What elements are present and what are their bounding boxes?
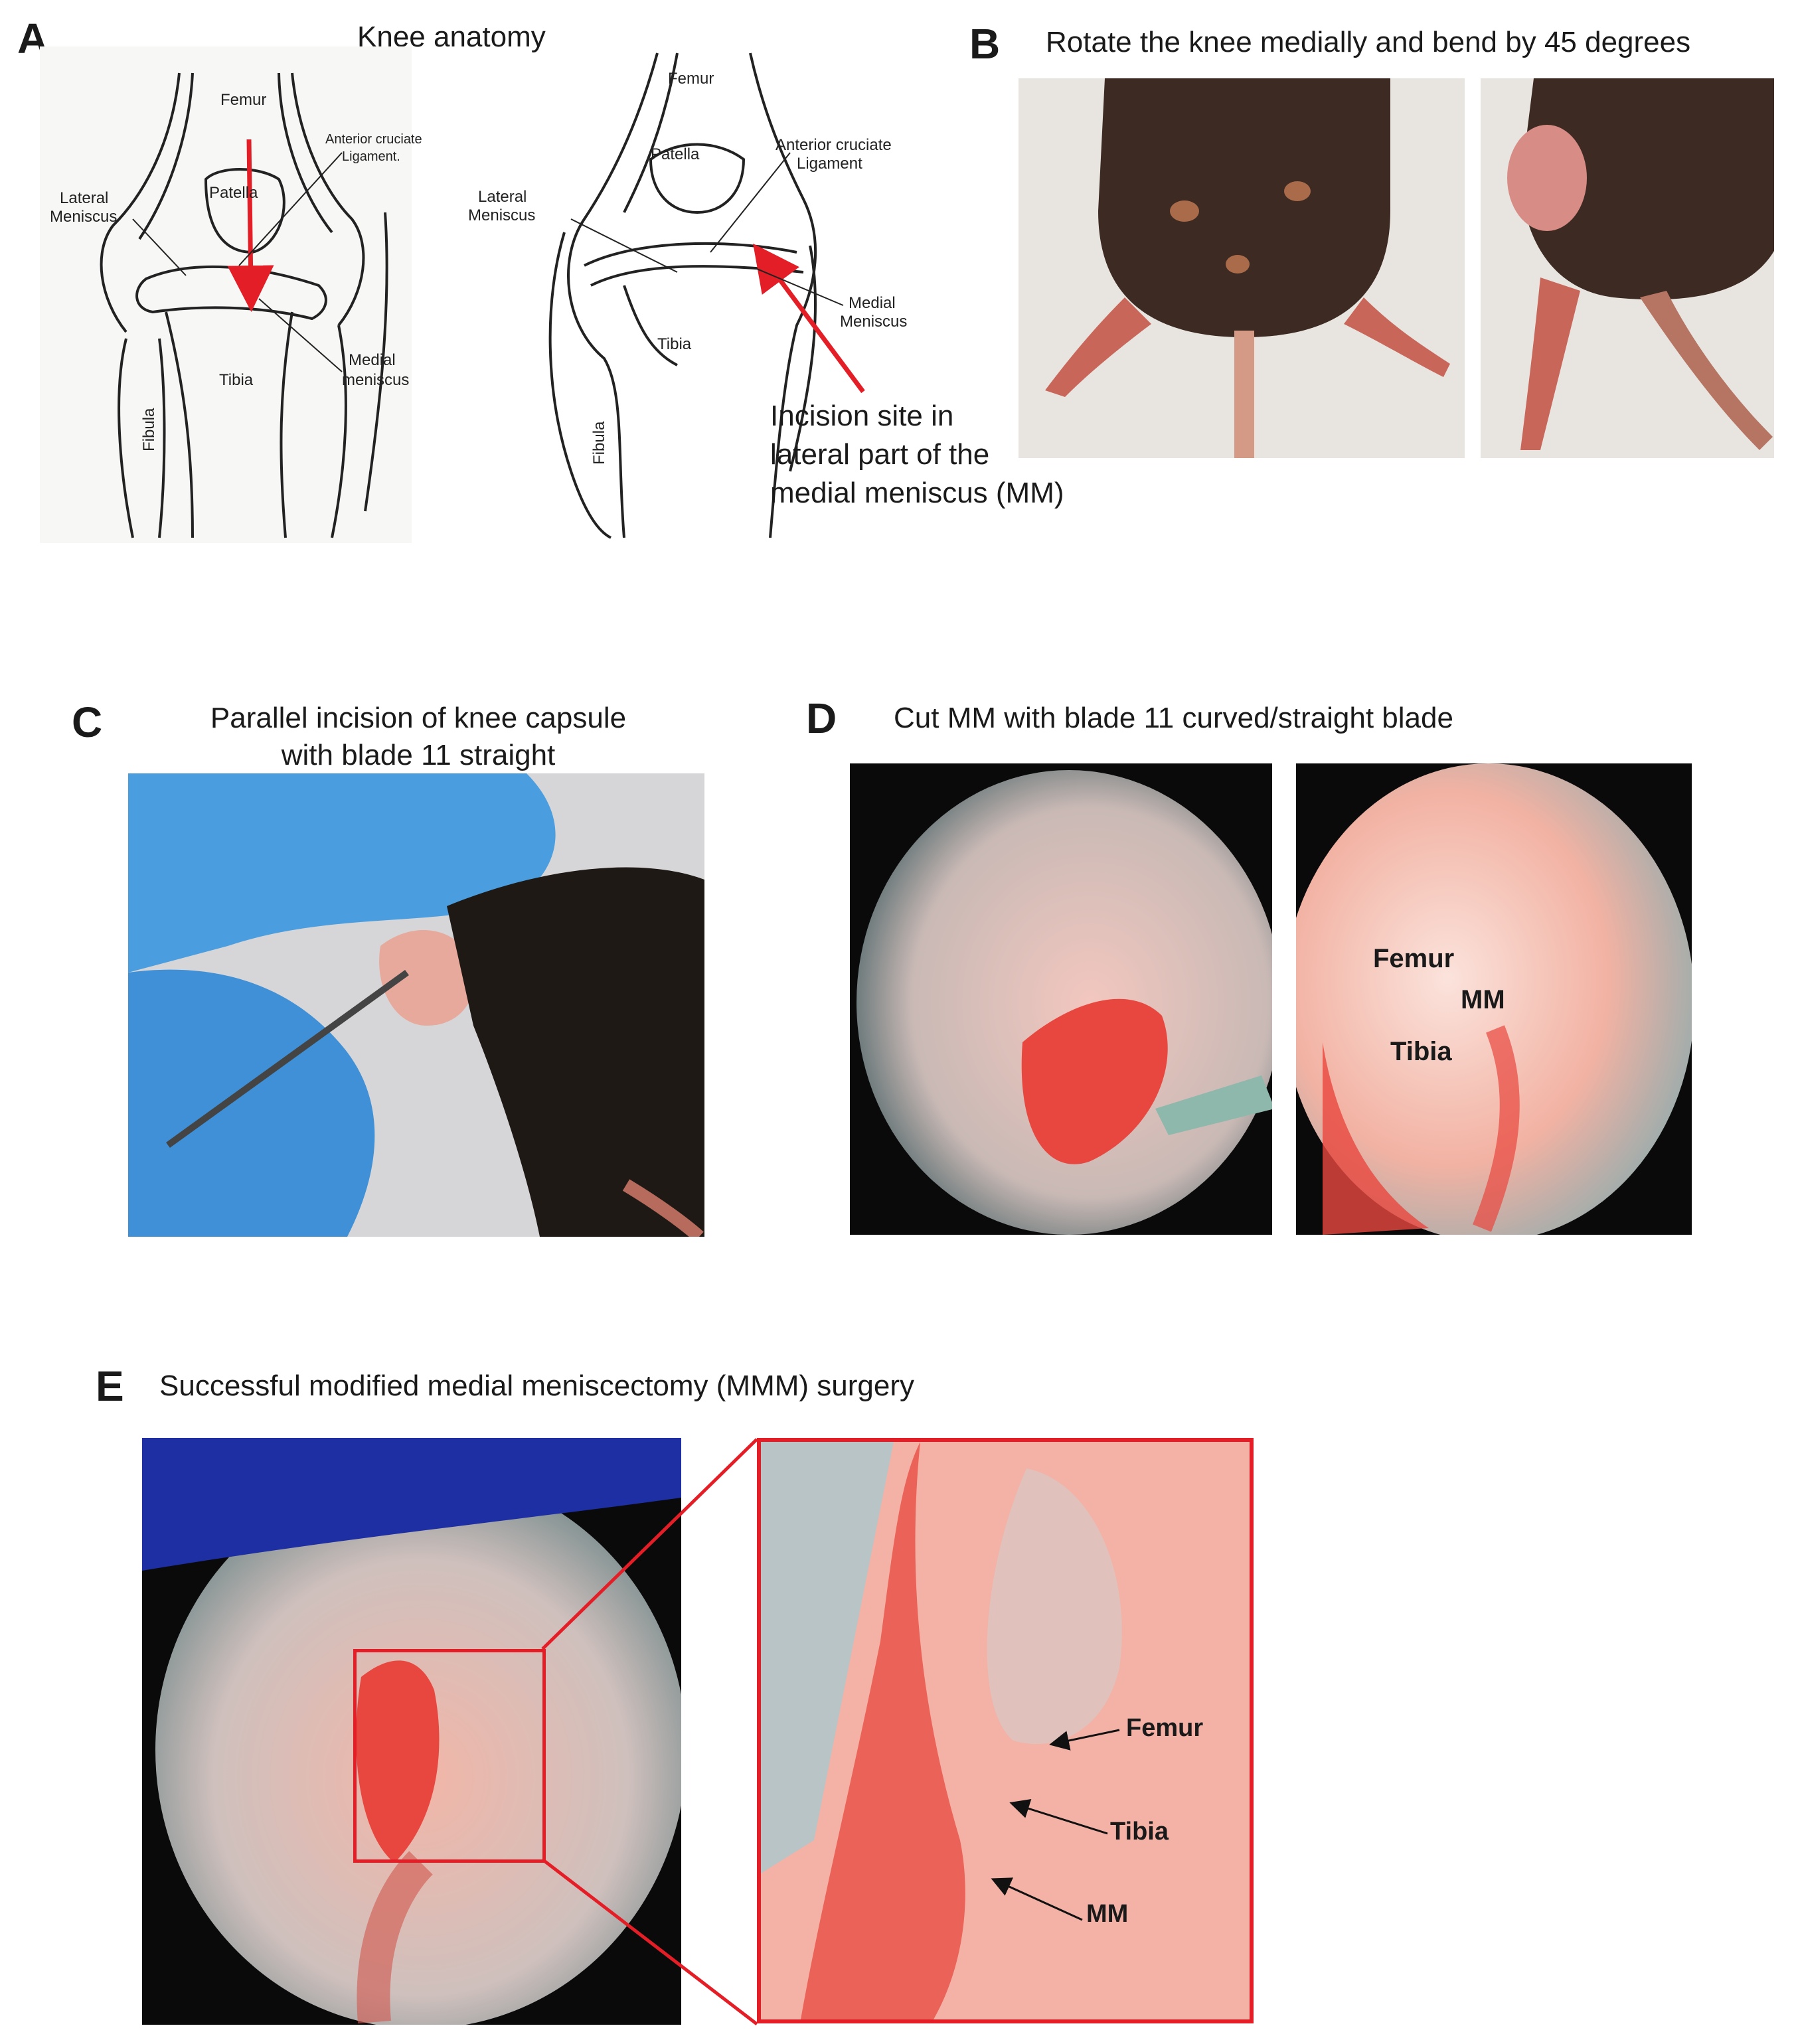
- right-label-patella: Patella: [651, 145, 700, 163]
- right-label-lateral-1: Lateral: [478, 188, 527, 206]
- left-drawing-paper: [40, 46, 412, 543]
- left-label-acl-1: Anterior cruciate: [325, 132, 422, 147]
- left-label-acl-2: Ligament.: [342, 149, 400, 164]
- mouse-side-photo: [1481, 78, 1774, 458]
- right-label-fibula: Fibula: [590, 421, 608, 465]
- e-label-tibia: Tibia: [1110, 1818, 1169, 1846]
- left-label-tibia: Tibia: [219, 371, 254, 389]
- panel-b-title: Rotate the knee medially and bend by 45 …: [1046, 26, 1691, 58]
- panel-b-letter: B: [969, 20, 1001, 68]
- right-label-acl-1: Anterior cruciate: [775, 136, 892, 154]
- incision-caption-line-2: lateral part of the: [770, 438, 990, 471]
- knee-capsule-incision-photo: [128, 773, 704, 1237]
- d-label-mm: MM: [1461, 985, 1505, 1014]
- zoom-region-box: [353, 1649, 546, 1863]
- zoom-arrows: [991, 1729, 1120, 1921]
- panel-c-title: Parallel incision of knee capsule with b…: [173, 700, 664, 774]
- right-leader-lines: [570, 152, 844, 306]
- left-label-lateral-1: Lateral: [60, 189, 108, 207]
- panel-d-letter: D: [806, 694, 837, 742]
- panel-a-knee-drawings: Femur Anterior cruciate Ligament. Latera…: [40, 46, 1102, 551]
- knee-anatomy-svg: Femur Anterior cruciate Ligament. Latera…: [40, 46, 907, 543]
- right-label-femur: Femur: [668, 70, 714, 88]
- incision-caption-line-3: medial meniscus (MM): [770, 477, 1064, 509]
- left-knee-outline: [100, 72, 388, 538]
- scope-photo-labeled: Femur MM Tibia: [1296, 763, 1692, 1235]
- right-label-tibia: Tibia: [657, 335, 692, 353]
- zoomed-meniscus-photo: Femur Tibia MM: [757, 1438, 1254, 2023]
- panel-d-title: Cut MM with blade 11 curved/straight bla…: [894, 702, 1453, 734]
- incision-site-caption: Incision site in lateral part of the med…: [770, 397, 1064, 512]
- left-label-femur: Femur: [220, 91, 266, 109]
- left-label-fibula: Fibula: [140, 408, 158, 451]
- left-label-medial-1: Medial: [349, 351, 396, 369]
- right-label-medial-1: Medial: [849, 294, 896, 312]
- panel-c-title-line-1: Parallel incision of knee capsule: [210, 702, 627, 734]
- panel-c-title-line-2: with blade 11 straight: [281, 739, 556, 771]
- mouse-back-photo: [1019, 78, 1465, 458]
- left-label-lateral-2: Meniscus: [50, 208, 117, 226]
- left-leader-lines: [132, 152, 343, 372]
- scope-photo-result: [142, 1438, 681, 2025]
- scope-photo-cut: [850, 763, 1272, 1235]
- d-label-femur: Femur: [1373, 944, 1455, 973]
- panel-e-title: Successful modified medial meniscectomy …: [159, 1370, 914, 1402]
- left-label-patella: Patella: [209, 184, 258, 202]
- left-red-arrow: [227, 139, 274, 312]
- e-label-femur: Femur: [1126, 1714, 1204, 1742]
- panel-e-letter: E: [96, 1362, 124, 1410]
- right-label-acl-2: Ligament: [797, 155, 862, 173]
- panel-c-letter: C: [72, 698, 103, 746]
- left-label-medial-2: meniscus: [342, 371, 409, 389]
- right-label-lateral-2: Meniscus: [468, 206, 535, 224]
- right-label-medial-2: Meniscus: [840, 313, 907, 331]
- e-label-mm: MM: [1086, 1900, 1129, 1928]
- incision-caption-line-1: Incision site in: [770, 400, 954, 432]
- d-label-tibia: Tibia: [1390, 1037, 1452, 1066]
- right-red-arrow: [753, 243, 865, 394]
